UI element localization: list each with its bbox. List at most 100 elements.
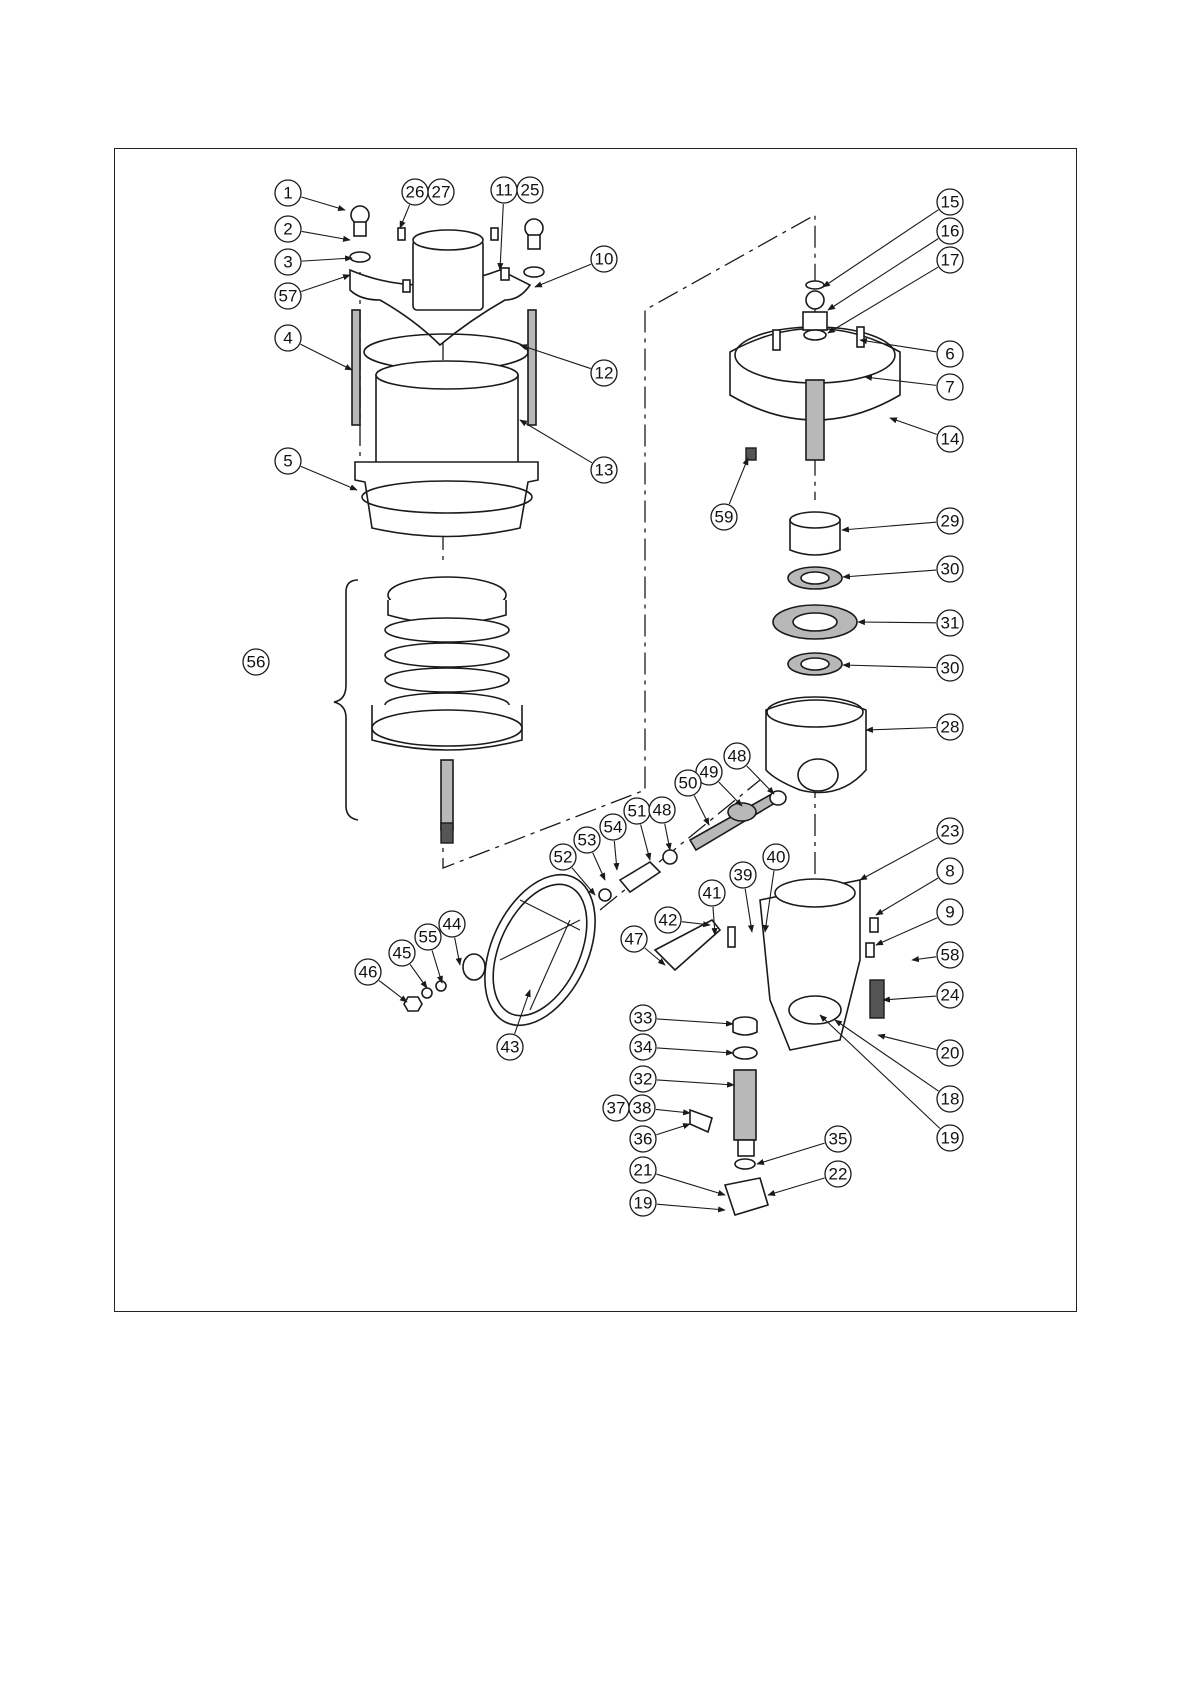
callout-c34: 34 (630, 1034, 733, 1060)
callout-c9: 9 (876, 899, 963, 945)
leader-line (301, 275, 350, 292)
leader-line (757, 1143, 825, 1164)
leader-line (665, 824, 670, 850)
leader-line (883, 996, 936, 1000)
callout-c40: 40 (763, 844, 789, 932)
leader-line (657, 1080, 734, 1085)
callout-c54: 54 (600, 814, 626, 870)
callout-label: 44 (443, 915, 462, 934)
leader-line (593, 853, 605, 880)
leader-line (520, 420, 592, 463)
callout-label: 46 (359, 963, 378, 982)
callout-c31: 31 (858, 610, 963, 636)
callout-c29: 29 (842, 508, 963, 534)
callout-c41: 41 (699, 880, 725, 935)
callout-c20: 20 (878, 1035, 963, 1066)
callout-label: 20 (941, 1044, 960, 1063)
callout-c2: 2 (275, 216, 350, 242)
callout-c30b: 30 (843, 655, 963, 681)
callout-label: 42 (659, 911, 678, 930)
leader-line (410, 964, 427, 988)
callout-c39: 39 (730, 862, 756, 932)
group-label: 56 (243, 649, 269, 675)
callout-c48a: 48 (724, 743, 774, 794)
callout-label: 28 (941, 718, 960, 737)
leader-line (455, 938, 460, 965)
callout-c53: 53 (574, 827, 605, 880)
leader-line (656, 1174, 725, 1195)
callout-label: 45 (393, 944, 412, 963)
callout-label: 14 (941, 430, 960, 449)
leader-line (515, 990, 530, 1034)
leader-line (865, 377, 936, 385)
callout-c59: 59 (711, 458, 748, 530)
callout-label: 29 (941, 512, 960, 531)
callout-c51: 51 (624, 798, 650, 860)
leader-line (747, 766, 774, 794)
callout-c26: 26 (400, 179, 428, 228)
callout-label: 57 (279, 287, 298, 306)
callout-label: 19 (941, 1129, 960, 1148)
callout-label: 30 (941, 560, 960, 579)
callout-label: 8 (945, 862, 954, 881)
callout-label: 55 (419, 928, 438, 947)
callout-label: 18 (941, 1090, 960, 1109)
callout-label: 26 (406, 183, 425, 202)
leader-line (302, 258, 352, 261)
leader-line (656, 1124, 690, 1135)
callout-c37: 37 (603, 1095, 629, 1121)
callout-label: 48 (728, 747, 747, 766)
leader-line (657, 1019, 733, 1024)
callout-label: 2 (283, 220, 292, 239)
callout-label: 54 (604, 818, 623, 837)
leader-line (768, 1178, 825, 1195)
leader-line (713, 907, 715, 935)
leader-line (500, 204, 503, 270)
callout-label: 15 (941, 193, 960, 212)
callout-label: 37 (607, 1099, 626, 1118)
leader-line (820, 1015, 940, 1128)
callout-label: 49 (700, 763, 719, 782)
callout-c33: 33 (630, 1005, 733, 1031)
leader-line (860, 340, 936, 352)
callout-c35: 35 (757, 1126, 851, 1164)
callout-c11: 11 (491, 177, 517, 270)
callout-c32: 32 (630, 1066, 734, 1092)
leader-line (535, 264, 591, 287)
callout-label: 24 (941, 986, 960, 1005)
leader-line (843, 665, 936, 668)
callout-label: 19 (634, 1194, 653, 1213)
callout-label: 12 (595, 364, 614, 383)
callout-c24: 24 (883, 982, 963, 1008)
leader-line (729, 458, 748, 504)
leader-line (694, 796, 709, 825)
group-label-text: 56 (247, 653, 266, 672)
leader-line (828, 239, 938, 310)
leader-line (432, 950, 442, 983)
callout-c47: 47 (621, 926, 665, 965)
leader-line (858, 622, 936, 623)
callout-label: 23 (941, 822, 960, 841)
callout-c58: 58 (912, 942, 963, 968)
callout-label: 3 (283, 253, 292, 272)
callout-label: 7 (945, 378, 954, 397)
leader-line (301, 197, 345, 210)
callout-c13: 13 (520, 420, 617, 483)
callout-c1: 1 (275, 180, 345, 210)
leader-line (657, 1204, 725, 1210)
leader-line (641, 825, 650, 860)
leader-line (379, 981, 407, 1002)
callout-label: 10 (595, 250, 614, 269)
callout-label: 58 (941, 946, 960, 965)
leader-line (301, 466, 357, 490)
callout-label: 59 (715, 508, 734, 527)
callout-c18: 18 (835, 1020, 963, 1112)
callout-c21: 21 (630, 1157, 725, 1195)
callout-c6: 6 (860, 340, 963, 367)
callout-c3: 3 (275, 249, 352, 275)
callout-c25: 25 (517, 177, 543, 203)
callout-label: 13 (595, 461, 614, 480)
leader-line (876, 878, 938, 915)
callout-c44: 44 (439, 911, 465, 965)
callout-c43: 43 (497, 990, 530, 1060)
